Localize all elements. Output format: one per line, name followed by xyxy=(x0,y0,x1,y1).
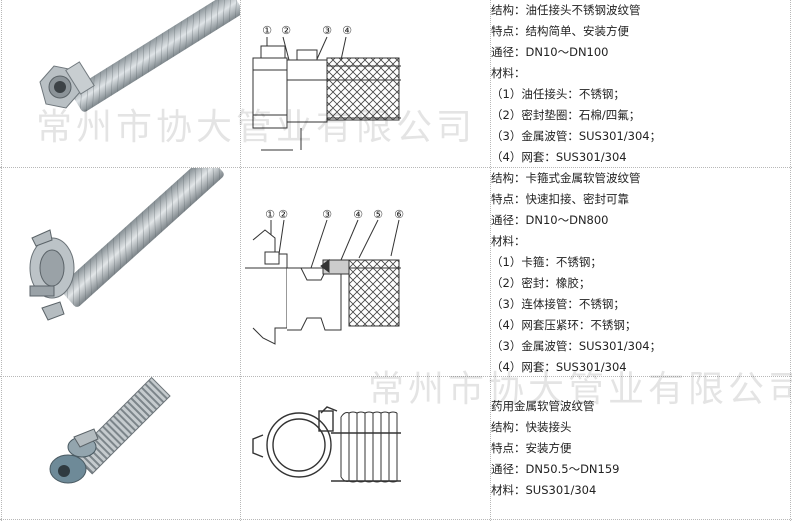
spec-block-2: 结构：卡箍式金属软管波纹管 特点：快速扣接、密封可靠 通径：DN10～DN800… xyxy=(491,168,791,378)
spec-line: （1）卡箍：不锈钢； xyxy=(491,255,602,269)
callout-3: ③ xyxy=(322,208,332,221)
callout-2: ② xyxy=(278,208,288,221)
product-photo-pharma-hose xyxy=(2,377,240,519)
spec-line: 结构：油任接头不锈钢波纹管 xyxy=(491,3,641,17)
spec-line: 特点：安装方便 xyxy=(491,441,572,455)
drawing-pharma-hose xyxy=(241,377,490,519)
spec-line: 通径：DN50.5～DN159 xyxy=(491,462,620,476)
grid-line xyxy=(0,167,792,168)
callout-4: ④ xyxy=(353,208,363,221)
spec-line: 材料：SUS301/304 xyxy=(491,483,597,497)
spec-line: （3）金属波管：SUS301/304； xyxy=(491,339,662,353)
spec-line: （2）密封垫圈：石棉/四氟； xyxy=(491,108,641,122)
spec-line: 特点：结构简单、安装方便 xyxy=(491,24,629,38)
callout-5: ⑤ xyxy=(373,208,383,221)
drawing-union-hose: ① ② ③ ④ xyxy=(241,0,490,167)
grid-line xyxy=(1,0,2,521)
callout-2: ② xyxy=(281,24,291,37)
product-photo-clamp-hose xyxy=(2,168,240,376)
spec-line: （2）密封：橡胶； xyxy=(491,276,591,290)
callout-1: ① xyxy=(265,208,275,221)
grid-line xyxy=(790,0,791,521)
spec-line: （3）金属波管：SUS301/304； xyxy=(491,129,662,143)
grid-line xyxy=(0,519,792,520)
spec-line: 结构：快装接头 xyxy=(491,420,572,434)
product-photo-union-hose xyxy=(2,0,240,167)
spec-block-3: 药用金属软管波纹管 结构：快装接头 特点：安装方便 通径：DN50.5～DN15… xyxy=(491,396,791,501)
spec-line: 通径：DN10～DN800 xyxy=(491,213,609,227)
spec-line: （1）油任接头：不锈钢； xyxy=(491,87,625,101)
spec-line: 特点：快速扣接、密封可靠 xyxy=(491,192,629,206)
grid-line xyxy=(0,376,792,377)
callout-6: ⑥ xyxy=(394,208,404,221)
spec-line: 药用金属软管波纹管 xyxy=(491,399,595,413)
spec-line: 材料： xyxy=(491,234,526,248)
spec-block-1: 结构：油任接头不锈钢波纹管 特点：结构简单、安装方便 通径：DN10～DN100… xyxy=(491,0,791,168)
spec-line: 通径：DN10～DN100 xyxy=(491,45,609,59)
grid-line xyxy=(240,0,241,521)
spec-line: 材料： xyxy=(491,66,526,80)
spec-line: 结构：卡箍式金属软管波纹管 xyxy=(491,171,641,185)
spec-line: （4）网套压紧环：不锈钢； xyxy=(491,318,637,332)
callout-3: ③ xyxy=(322,24,332,37)
spec-line: （4）网套：SUS301/304 xyxy=(491,150,627,164)
drawing-clamp-hose: ① ② ③ ④ ⑤ ⑥ xyxy=(241,168,490,376)
callout-1: ① xyxy=(262,24,272,37)
grid-line xyxy=(490,0,491,521)
spec-line: （3）连体接管：不锈钢； xyxy=(491,297,625,311)
callout-4: ④ xyxy=(342,24,352,37)
spec-line: （4）网套：SUS301/304 xyxy=(491,360,627,374)
